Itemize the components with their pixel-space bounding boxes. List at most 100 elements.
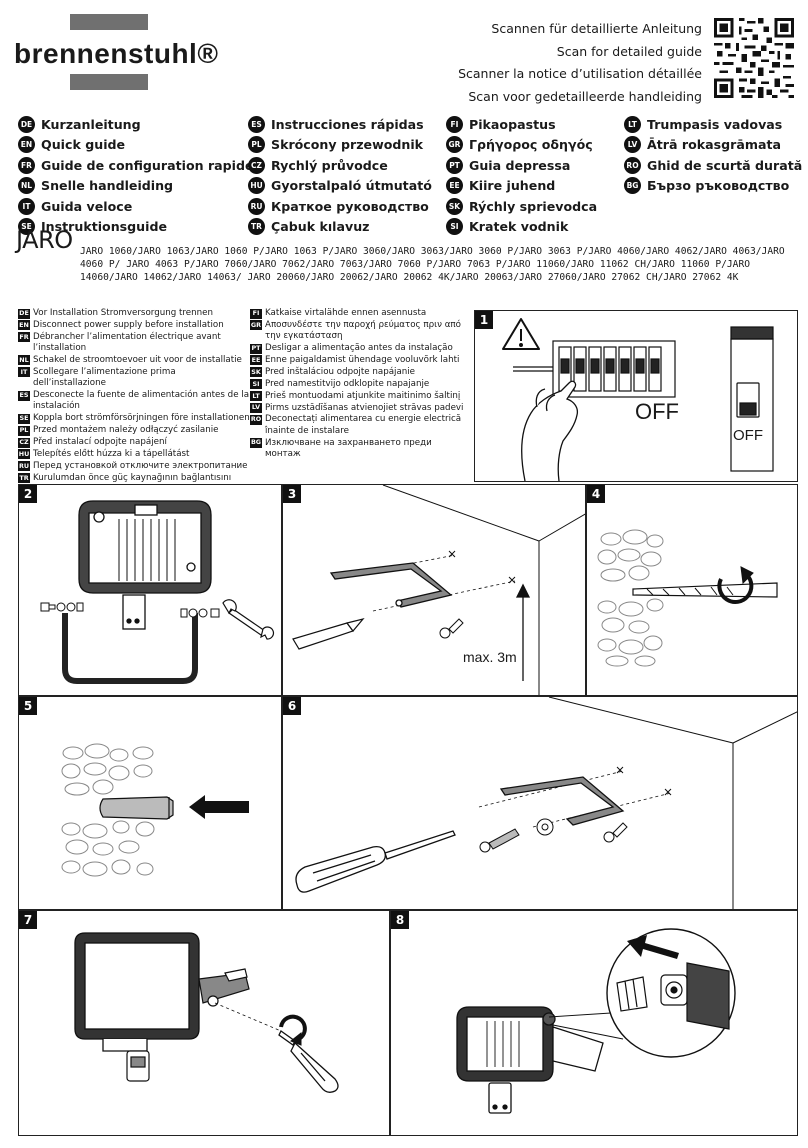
warning-text: Αποσυνδέστε την παροχή ρεύματος πριν από… <box>265 319 461 342</box>
warning-text: Pred namestitvijo odklopite napajanje <box>265 378 430 389</box>
breaker-illustration <box>502 318 676 481</box>
cable-connection-illustration <box>456 928 736 1114</box>
step-number: 2 <box>19 485 37 503</box>
warning-lang-badge: LV <box>250 403 262 414</box>
warning-lang-badge: RO <box>250 414 262 425</box>
lang-title: Skrócony przewodnik <box>271 137 424 153</box>
step-number: 7 <box>19 911 37 929</box>
step-8-panel: 8 <box>390 910 798 1136</box>
warning-text: Enne paigaldamist ühendage vooluvõrk lah… <box>265 354 460 365</box>
lang-title: Бързо ръководство <box>647 178 790 194</box>
warning-lang-badge: IT <box>18 367 30 378</box>
step-2-panel: 2 <box>18 484 282 696</box>
step-4-panel: 4 <box>586 484 798 696</box>
warning-lang-badge: PT <box>250 343 262 354</box>
warning-text: Disconnect power supply before installat… <box>33 319 224 330</box>
scan-line-fr: Scanner la notice d’utilisation détaillé… <box>458 66 702 81</box>
circuit-breaker-panel-icon <box>513 340 676 398</box>
step-7-panel: 7 <box>18 910 390 1136</box>
warning-text: Vor Installation Stromversorgung trennen <box>33 308 213 318</box>
step-number: 1 <box>475 311 493 329</box>
dashed-guide-lines <box>478 770 672 828</box>
warning-lang-badge: BG <box>250 438 262 449</box>
lang-code-badge: SI <box>446 218 463 236</box>
warning-lang-badge: SI <box>250 379 262 390</box>
lang-title: Rychlý průvodce <box>271 157 388 173</box>
logo-bar-top <box>70 14 148 30</box>
lang-item: LT Trumpasis vadovas <box>624 114 802 135</box>
warning-text: Desligar a alimentação antes da instalaç… <box>265 343 453 354</box>
lang-title: Trumpasis vadovas <box>647 116 783 132</box>
step-3-panel: 3 max. 3m <box>282 484 586 696</box>
step-number: 4 <box>587 485 605 503</box>
lang-item: RU Краткое руководство <box>248 196 432 217</box>
step-6-panel: 6 <box>282 696 798 910</box>
mark-cross-icon <box>448 550 516 584</box>
brand-logo: brennenstuhl® <box>14 14 219 94</box>
warning-lang-badge: EE <box>250 355 262 366</box>
lang-title: Gyorstalpaló útmutató <box>271 178 432 194</box>
scan-line-nl: Scan voor gedetailleerde handleiding <box>468 88 702 104</box>
lang-title: Краткое руководство <box>271 198 429 214</box>
warning-lang-badge: SE <box>18 413 30 424</box>
model-list: JARO 1060/JARO 1063/JARO 1060 P/JARO 106… <box>80 246 785 283</box>
lang-code-badge: LT <box>624 115 641 133</box>
wrench-icon <box>222 599 275 640</box>
lang-code-badge: RU <box>248 197 265 215</box>
scan-instructions: Scannen für detaillierte Anleitung Scan … <box>458 18 702 108</box>
screw-dowel-icon <box>479 818 554 853</box>
warning-text: Przed montażem należy odłączyć zasilanie <box>33 425 219 436</box>
lang-code-badge: EE <box>446 177 463 195</box>
rotation-arrow-icon <box>717 566 754 604</box>
warning-lang-badge: NL <box>18 355 30 366</box>
step-5-panel: 5 <box>18 696 282 910</box>
pir-sensor-icon <box>126 1050 150 1082</box>
height-arrow-icon <box>515 583 531 681</box>
bracket-arm-icon <box>329 562 453 608</box>
lang-code-badge: LV <box>624 136 641 154</box>
warning-lang-badge: RU <box>18 461 30 472</box>
bracket-joint-icon <box>198 968 250 1007</box>
warning-text: Desconecte la fuente de alimentación ant… <box>33 390 250 412</box>
lang-code-badge: IT <box>18 197 35 215</box>
lang-title: Kratek vodnik <box>469 219 569 235</box>
lang-item: SI Kratek vodnik <box>446 217 597 238</box>
push-arrow-icon <box>189 795 249 819</box>
screwdriver-icon <box>278 1030 339 1093</box>
warning-text: Telepítés előtt húzza ki a tápellátást <box>33 448 190 459</box>
screwdriver-icon <box>295 830 456 893</box>
warning-text: Koppla bort strömförsörjningen före inst… <box>33 413 250 424</box>
screw-washer-right-icon <box>180 608 220 618</box>
wall-corner-lines <box>548 697 797 909</box>
stone-wall-icon <box>597 529 664 667</box>
lang-title: Kurzanleitung <box>41 116 141 132</box>
qr-code-icon[interactable] <box>714 18 794 98</box>
step-number: 6 <box>283 697 301 715</box>
dowel-insert-illustration <box>61 743 249 877</box>
lang-code-badge: RO <box>624 156 641 174</box>
rotation-arrow-icon <box>279 1014 307 1046</box>
warning-text: Pred inštaláciou odpojte napájanie <box>265 366 416 377</box>
screw-icon <box>439 618 464 639</box>
lang-title: Guide de configuration rapide <box>41 157 254 173</box>
